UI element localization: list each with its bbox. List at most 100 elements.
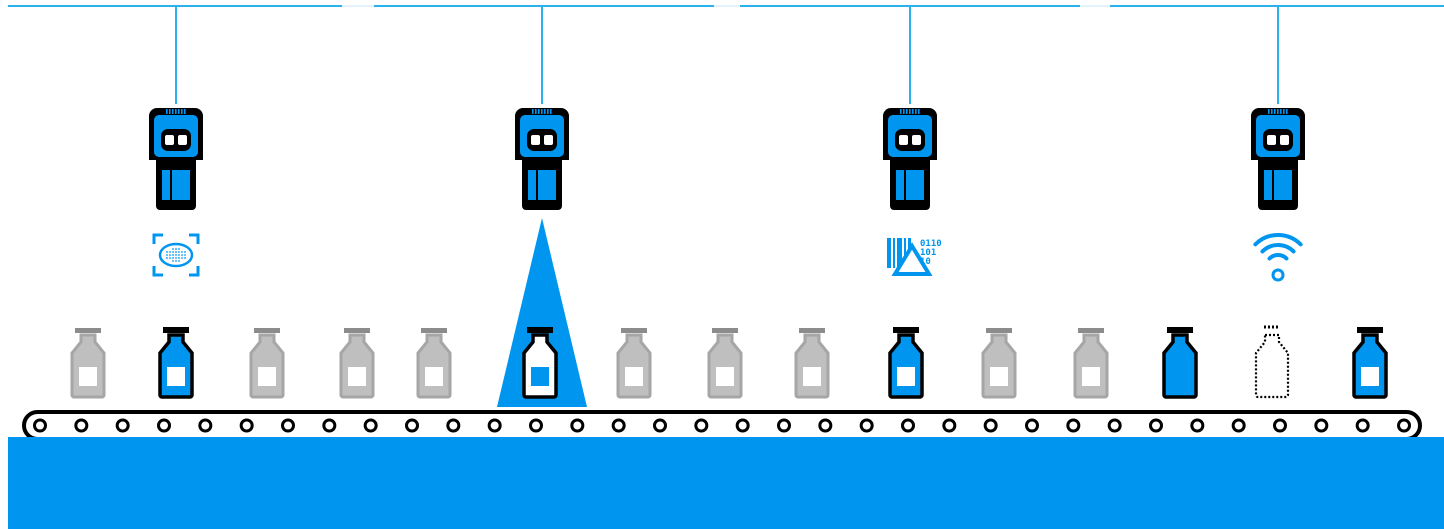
eye-dot <box>172 254 174 256</box>
bottle-gray <box>416 328 452 399</box>
camera-vent <box>1271 109 1273 114</box>
conveyor-roller <box>33 418 47 433</box>
camera-station-2 <box>497 7 587 407</box>
bottle-cap <box>527 327 553 333</box>
scan-corner <box>189 266 200 277</box>
eye-dot <box>181 257 183 259</box>
camera-vent <box>532 109 534 114</box>
bottle-label <box>79 367 97 386</box>
camera-vent <box>1280 109 1282 114</box>
bottle-label <box>625 367 643 386</box>
conveyor-roller <box>157 418 171 433</box>
conveyor-roller <box>529 418 543 433</box>
bottle-body <box>249 333 285 399</box>
bottle-gray <box>794 328 830 399</box>
camera-station-1 <box>149 7 203 277</box>
eye-dot <box>178 251 180 253</box>
camera-lens-right <box>178 135 187 145</box>
camera-vent <box>535 109 537 114</box>
bottle-label <box>1361 367 1379 386</box>
eye-dot <box>178 248 180 250</box>
bottle-body <box>158 333 194 399</box>
bottle-blue <box>1352 327 1388 399</box>
bottle-cap <box>799 328 825 333</box>
bottle-cap <box>344 328 370 333</box>
eye-dot <box>184 254 186 256</box>
bottle-cap <box>712 328 738 333</box>
bottle-label <box>803 367 821 386</box>
bottle-body <box>416 333 452 399</box>
conveyor-belt <box>22 410 1422 441</box>
camera-lens-window <box>1263 129 1293 151</box>
warning-triangle <box>891 242 933 276</box>
conveyor-roller <box>859 418 874 433</box>
conveyor-roller <box>1273 418 1287 433</box>
bottle-gray <box>1073 328 1109 399</box>
scan-corner <box>152 233 163 244</box>
bottle-label <box>897 367 915 386</box>
camera-lens-right <box>912 135 921 145</box>
bottle-label <box>258 367 276 386</box>
conveyor-roller <box>405 418 419 433</box>
camera-vent <box>915 109 917 114</box>
bottle-label <box>990 367 1008 386</box>
camera-vent <box>1277 109 1279 114</box>
bottle-label <box>167 367 185 386</box>
camera-vent <box>906 109 908 114</box>
camera-lens-left <box>165 135 174 145</box>
camera-vent <box>1268 109 1270 114</box>
conveyor-roller <box>363 418 378 433</box>
conveyor-roller <box>735 418 750 433</box>
conveyor-roller <box>446 418 461 433</box>
bottle-body <box>70 333 106 399</box>
camera-vent <box>544 109 546 114</box>
conveyor-roller <box>611 418 626 433</box>
bottle-row <box>70 325 1388 399</box>
bottle-body <box>794 333 830 399</box>
bottle-label <box>716 367 734 386</box>
camera-lens-window <box>527 129 557 151</box>
eye-dot <box>175 248 177 250</box>
conveyor-roller <box>1149 418 1163 433</box>
bottle-body <box>707 333 743 399</box>
camera-body-stripe <box>528 170 536 200</box>
bottle-cap <box>163 327 189 333</box>
camera-vent <box>184 109 186 114</box>
eye-dot <box>172 248 174 250</box>
bottle-cap <box>986 328 1012 333</box>
eye-dot <box>175 257 177 259</box>
scan-corner <box>152 266 163 277</box>
light-beam <box>497 218 587 407</box>
barcode-bar <box>897 238 902 268</box>
conveyor-outline <box>22 410 1422 441</box>
eye-dot <box>178 260 180 262</box>
wifi-arc <box>1253 233 1303 247</box>
conveyor-roller <box>1066 418 1081 433</box>
eye-dot <box>178 254 180 256</box>
conveyor-roller <box>1190 418 1205 433</box>
conveyor-roller <box>487 418 502 433</box>
conveyor-roller <box>777 418 791 433</box>
bottle-gray <box>616 328 652 399</box>
eye-dot <box>175 260 177 262</box>
wifi-arc <box>1267 253 1289 261</box>
conveyor-roller <box>653 418 667 433</box>
bottle-cap <box>75 328 101 333</box>
conveyor-roller <box>322 418 337 433</box>
camera-vent <box>918 109 920 114</box>
camera-vent <box>550 109 552 114</box>
conveyor-roller <box>1231 418 1246 433</box>
bottle-blue <box>158 327 194 399</box>
eye-dot <box>181 254 183 256</box>
barcode-bar <box>904 238 906 268</box>
conveyor-roller <box>198 418 213 433</box>
camera-vent <box>909 109 911 114</box>
camera-body-panel <box>172 170 190 200</box>
eye-dot <box>169 254 171 256</box>
eye-dot <box>178 257 180 259</box>
camera-lens-left <box>531 135 540 145</box>
bottle-cap <box>1357 327 1383 333</box>
camera-body-stripe <box>896 170 904 200</box>
camera-vent <box>547 109 549 114</box>
camera-vent <box>1283 109 1285 114</box>
